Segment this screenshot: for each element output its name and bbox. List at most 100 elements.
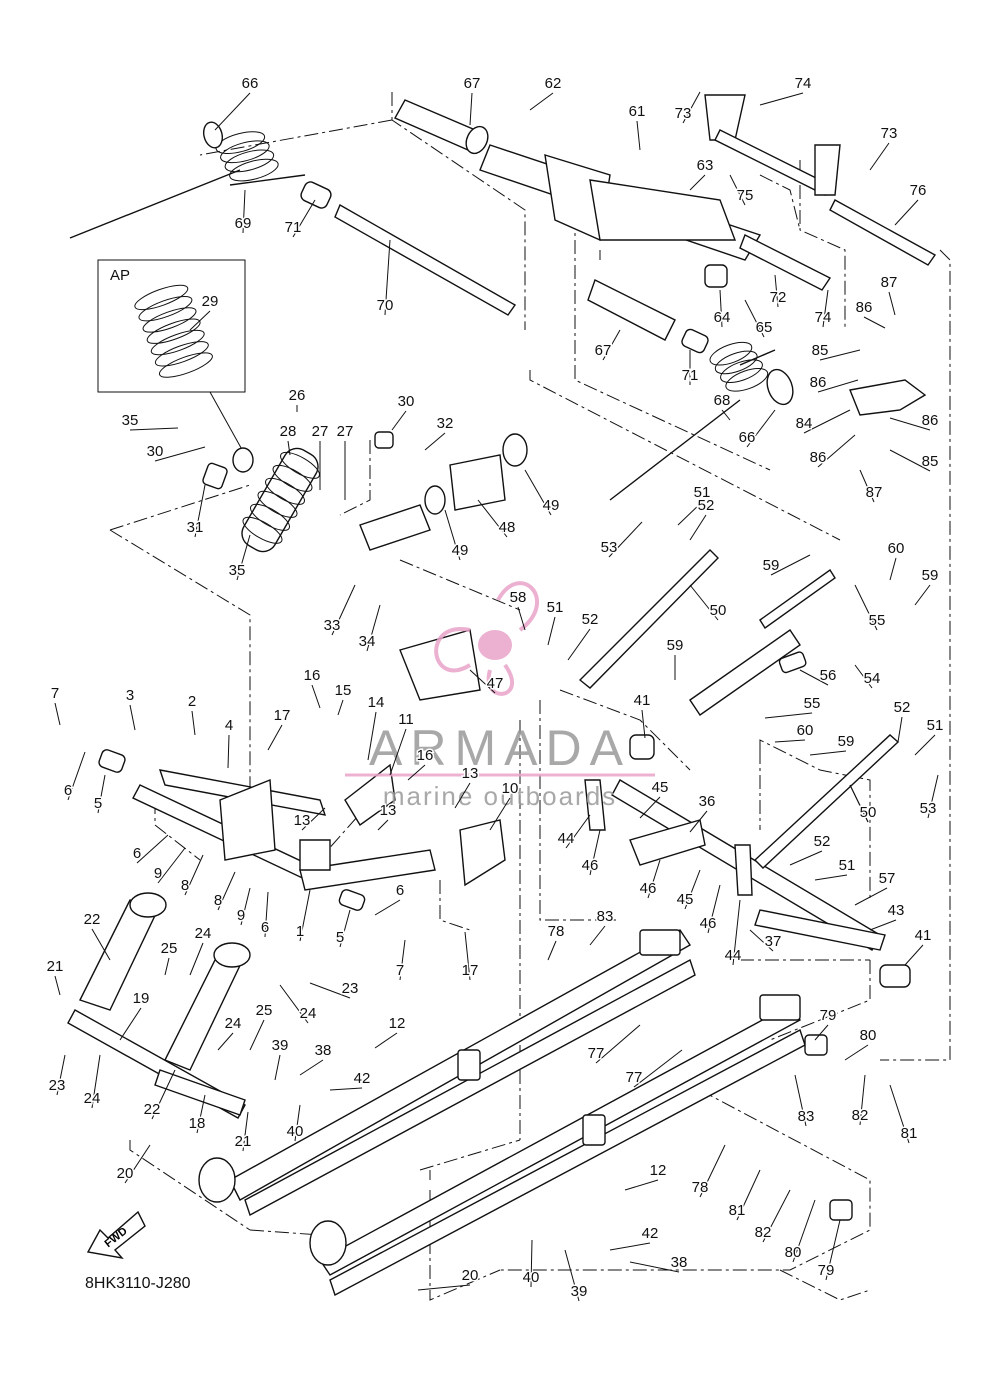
callout-leader bbox=[299, 1059, 324, 1076]
callout-label: 45 bbox=[677, 891, 694, 908]
callout-leader bbox=[91, 928, 111, 961]
callout-label: 52 bbox=[698, 497, 715, 514]
callout-label: 7 bbox=[396, 962, 404, 979]
callout-leader bbox=[217, 1032, 234, 1051]
callout-label: 5 bbox=[94, 795, 102, 812]
callout-label: 61 bbox=[629, 103, 646, 120]
callout-leader bbox=[897, 716, 903, 743]
callout-label: 56 bbox=[820, 667, 837, 684]
callout-label: 1 bbox=[296, 923, 304, 940]
callout-label: 83 bbox=[798, 1108, 815, 1125]
callout-leader bbox=[547, 940, 557, 961]
rear-arm-assembly bbox=[67, 892, 251, 1119]
callout-label: 82 bbox=[852, 1107, 869, 1124]
callout-label: 46 bbox=[700, 915, 717, 932]
callout-label: 46 bbox=[582, 857, 599, 874]
callout-leader bbox=[677, 501, 703, 526]
callout-leader bbox=[914, 734, 936, 756]
callout-leader bbox=[636, 120, 641, 151]
callout-leader bbox=[817, 434, 856, 468]
callout-label: 22 bbox=[144, 1101, 161, 1118]
callout-leader bbox=[721, 409, 731, 421]
callout-label: 50 bbox=[860, 804, 877, 821]
callout-leader bbox=[489, 797, 511, 831]
callout-leader bbox=[633, 1049, 683, 1088]
callout-leader bbox=[889, 557, 897, 581]
callout-leader bbox=[374, 899, 401, 916]
callout-label: 51 bbox=[694, 484, 711, 501]
callout-leader bbox=[236, 534, 251, 581]
callout-label: 47 bbox=[487, 675, 504, 692]
callout-leader bbox=[889, 1084, 910, 1144]
callout-leader bbox=[292, 199, 316, 238]
callout-leader bbox=[384, 239, 391, 316]
callout-leader bbox=[817, 379, 859, 393]
callout-leader bbox=[391, 410, 407, 431]
callout-label: 15 bbox=[335, 682, 352, 699]
callout-leader bbox=[129, 704, 136, 731]
callout-leader bbox=[904, 944, 924, 966]
callout-label: 33 bbox=[324, 617, 341, 634]
callout-label: 31 bbox=[187, 519, 204, 536]
callout-label: 21 bbox=[235, 1133, 252, 1150]
callout-leader bbox=[844, 1044, 869, 1061]
callout-leader bbox=[67, 751, 86, 801]
callout-leader bbox=[129, 427, 179, 431]
callout-leader bbox=[329, 1087, 363, 1091]
callout-label: 66 bbox=[739, 429, 756, 446]
callout-label: 10 bbox=[502, 780, 519, 797]
callout-leader bbox=[869, 919, 897, 931]
callout-label: 20 bbox=[117, 1165, 134, 1182]
callout-leader bbox=[849, 784, 869, 823]
callout-leader bbox=[792, 1199, 816, 1263]
callout-label: 4 bbox=[225, 717, 233, 734]
callout-label: 9 bbox=[154, 865, 162, 882]
callout-leader bbox=[889, 417, 931, 431]
callout-label: 67 bbox=[464, 75, 481, 92]
callout-label: 83 bbox=[597, 908, 614, 925]
callout-label: 66 bbox=[242, 75, 259, 92]
watermark: ARMADA marine outboards bbox=[345, 581, 655, 811]
callout-label: 13 bbox=[462, 765, 479, 782]
callout-label: 22 bbox=[84, 911, 101, 928]
callout-leader bbox=[214, 92, 251, 131]
callout-leader bbox=[56, 1054, 66, 1096]
callout-label: 78 bbox=[692, 1179, 709, 1196]
callout-leader bbox=[794, 1074, 807, 1127]
callout-label: 6 bbox=[64, 782, 72, 799]
callout-leader bbox=[689, 810, 708, 833]
callout-label: 79 bbox=[820, 1007, 837, 1024]
callout-label: 43 bbox=[888, 902, 905, 919]
callout-leader bbox=[389, 728, 407, 776]
callout-leader bbox=[589, 925, 606, 946]
callout-label: 42 bbox=[354, 1070, 371, 1087]
callout-label: 73 bbox=[675, 105, 692, 122]
callout-leader bbox=[464, 931, 471, 981]
skid-rails bbox=[198, 929, 853, 1297]
callout-label: 26 bbox=[289, 387, 306, 404]
callout-label: 30 bbox=[398, 393, 415, 410]
callout-leader bbox=[91, 1054, 101, 1109]
callout-label: 54 bbox=[864, 670, 881, 687]
callout-leader bbox=[547, 616, 556, 646]
linkage-assembly bbox=[344, 549, 911, 988]
callout-label: 25 bbox=[161, 940, 178, 957]
callout-label: 40 bbox=[523, 1269, 540, 1286]
callout-leader bbox=[854, 887, 888, 906]
callout-leader bbox=[689, 584, 719, 621]
callout-label: 82 bbox=[755, 1224, 772, 1241]
callout-label: 6 bbox=[261, 919, 269, 936]
callout-label: 36 bbox=[699, 793, 716, 810]
callout-leader bbox=[309, 982, 351, 999]
callout-leader bbox=[567, 628, 591, 661]
callout-leader bbox=[927, 774, 939, 819]
callout-leader bbox=[301, 807, 326, 831]
callout-label: 67 bbox=[595, 342, 612, 359]
callout-label: 51 bbox=[547, 599, 564, 616]
callout-leader bbox=[279, 984, 309, 1024]
callout-label: 27 bbox=[312, 423, 329, 440]
callout-leader bbox=[294, 1104, 301, 1142]
callout-label: 39 bbox=[272, 1037, 289, 1054]
callout-leader bbox=[565, 814, 591, 849]
callout-label: 52 bbox=[894, 699, 911, 716]
